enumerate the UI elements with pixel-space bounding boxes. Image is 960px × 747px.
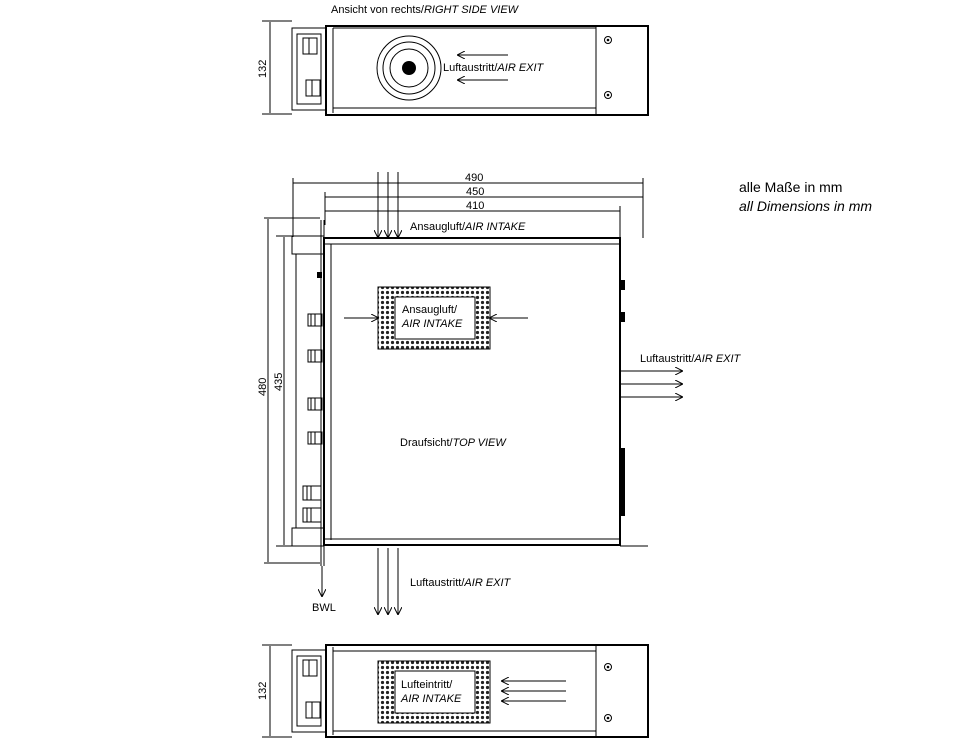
bottom-intake-label-de: Lufteintritt/ [401, 679, 453, 691]
dim-450-label: 450 [466, 186, 484, 198]
dim-490-label: 490 [465, 172, 483, 184]
bottom-height-dim: 132 [257, 682, 269, 700]
bwl-label: BWL [312, 602, 336, 614]
fan-outer-ring [376, 35, 442, 101]
bottom-exit-label: Luftaustritt/AIR EXIT [410, 577, 512, 589]
dim-480-label: 480 [257, 378, 269, 396]
top-view-label: Draufsicht/TOP VIEW [400, 437, 507, 449]
right-side-view: Ansicht von rechts/RIGHT SIDE VIEW Lufta… [257, 4, 649, 116]
top-intake-label: Ansaugluft/AIR INTAKE [410, 221, 526, 233]
screw-icon [604, 91, 612, 99]
right-side-view-title: Ansicht von rechts/RIGHT SIDE VIEW [331, 4, 520, 16]
bottom-intake-label-en: AIR INTAKE [400, 693, 462, 705]
screw-icon [604, 714, 612, 722]
right-exit-label: Luftaustritt/AIR EXIT [640, 353, 742, 365]
units-note-de: alle Maße in mm [739, 179, 842, 195]
bottom-view: Lufteintritt/ AIR INTAKE 132 [257, 644, 649, 738]
fan-hub [402, 61, 416, 75]
screw-icon [604, 36, 612, 44]
filter-intake-label-en: AIR INTAKE [401, 318, 463, 330]
screw-icon [604, 663, 612, 671]
dim-410-label: 410 [466, 200, 484, 212]
top-view: 490 450 410 Ansaugluft/AIR INTAKE [257, 172, 742, 614]
units-note-en: all Dimensions in mm [739, 198, 872, 214]
right-side-height-dim: 132 [257, 60, 269, 78]
right-side-exit-label: Luftaustritt/AIR EXIT [443, 62, 545, 74]
filter-intake-label-de: Ansaugluft/ [402, 304, 458, 316]
top-view-body [323, 237, 621, 546]
dim-435-label: 435 [273, 373, 285, 391]
